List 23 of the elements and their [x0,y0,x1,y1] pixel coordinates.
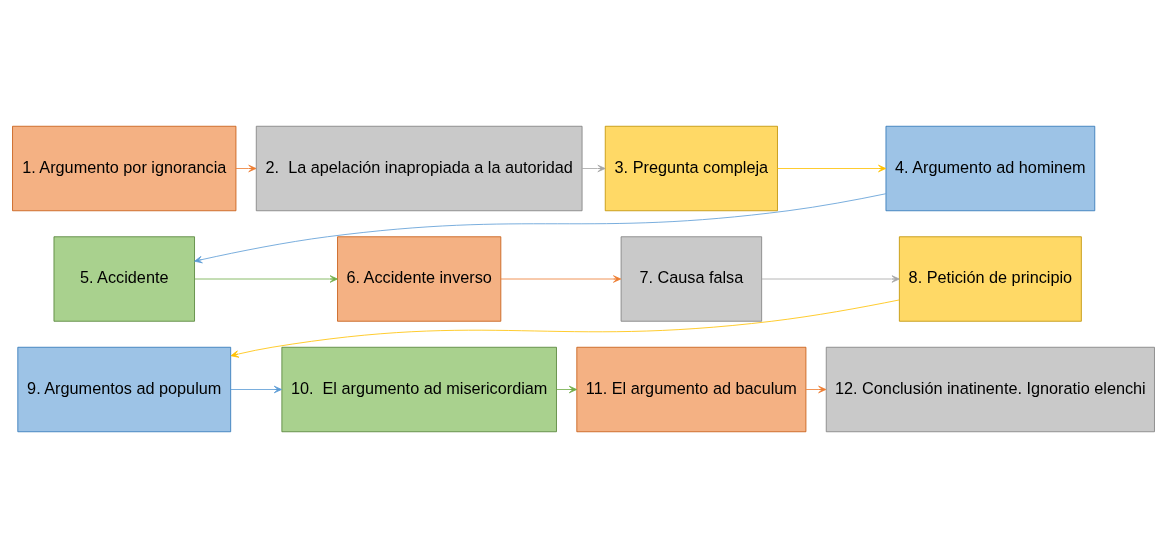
node-box: 12. Conclusión inatinente. Ignoratio elenchi [825,346,1155,433]
node-box: 1. Argumento por ignorancia [12,125,237,212]
node-box: 2. La apelación inapropiada a la autoridad [255,125,583,212]
node-box: 10. El argumento ad misericordiam [281,346,557,433]
node-box: 11. El argumento ad baculum [576,346,807,433]
node-box: 6. Accidente inverso [337,236,502,322]
node-box: 8. Petición de principio [898,236,1082,322]
node-box: 5. Accidente [53,236,195,322]
arrow [777,164,887,173]
arrow [235,164,257,173]
arrow [194,193,887,264]
arrow [230,385,282,394]
node-box: 4. Argumento ad hominem [885,125,1096,212]
arrow [500,275,622,283]
arrow [761,275,900,283]
node-box: 3. Pregunta compleja [604,125,778,212]
arrow [581,164,606,173]
node-box: 7. Causa falsa [620,236,763,322]
arrow [230,299,900,358]
node-box: 9. Argumentos ad populum [17,346,232,433]
arrow [194,275,338,283]
arrow [556,385,577,394]
arrow [805,385,827,394]
